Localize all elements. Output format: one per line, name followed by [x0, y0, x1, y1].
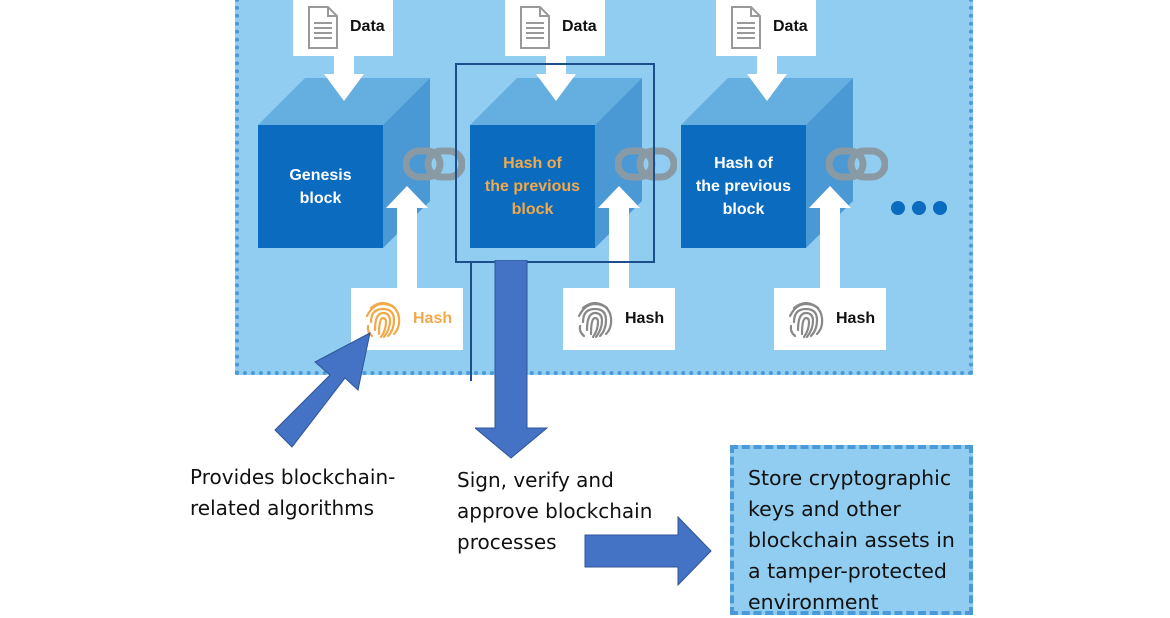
algorithms-arrow: [274, 332, 371, 448]
data-label: Data: [562, 18, 597, 35]
caption-line: keys and other: [748, 497, 901, 521]
sign-arrow: [475, 260, 549, 459]
data-arrow: [747, 56, 787, 101]
document-icon: [729, 5, 763, 56]
hash-label: Hash: [836, 310, 876, 327]
caption-line: processes: [457, 530, 557, 554]
caption-line: Sign, verify and: [457, 468, 614, 492]
fingerprint-icon: [786, 298, 826, 345]
genesis-block: Genesis block: [258, 125, 383, 248]
data-card: Data: [293, 0, 393, 56]
caption-line: a tamper-protected: [748, 559, 947, 583]
data-label: Data: [773, 18, 808, 35]
data-arrow: [324, 56, 364, 101]
document-icon: [518, 5, 552, 56]
block: Hash of the previous block: [681, 125, 806, 248]
block: Hash of the previous block: [470, 125, 595, 248]
block-label: Genesis: [289, 166, 352, 184]
store-arrow: [584, 515, 712, 587]
hash-label: Hash: [413, 310, 453, 327]
block-label: block: [299, 189, 342, 207]
caption-line: related algorithms: [190, 496, 375, 520]
highlight-frame: [455, 63, 655, 263]
caption-line: Provides blockchain-: [190, 465, 396, 489]
document-icon: [306, 5, 340, 56]
data-label: Data: [350, 18, 385, 35]
algorithms-caption: Provides blockchain- related algorithms: [190, 462, 395, 524]
block-label: the previous: [484, 178, 581, 195]
chain-link-icon: [614, 147, 678, 186]
chain-link-icon: [825, 147, 889, 186]
hash-arrow: [809, 186, 851, 290]
data-arrow: [536, 56, 576, 101]
block-label: the previous: [695, 178, 792, 195]
chain-link-icon: [402, 147, 466, 186]
caption-line: environment: [748, 590, 879, 614]
fingerprint-icon: [363, 298, 403, 345]
store-box: Store cryptographic keys and other block…: [730, 445, 973, 615]
hash-card: Hash: [563, 288, 675, 350]
block-label: block: [511, 201, 554, 218]
hash-arrow: [598, 186, 640, 290]
caption-line: approve blockchain: [457, 499, 653, 523]
hash-card: Hash: [774, 288, 886, 350]
fingerprint-icon: [575, 298, 615, 345]
hash-card: Hash: [351, 288, 463, 350]
highlight-frame-leg: [470, 263, 472, 381]
block-label: block: [722, 201, 765, 218]
caption-line: Store cryptographic: [748, 466, 952, 490]
caption-line: blockchain assets in: [748, 528, 955, 552]
hash-label: Hash: [625, 310, 665, 327]
hash-arrow: [386, 186, 428, 290]
block-label: Hash of: [714, 155, 773, 172]
block-label: Hash of: [503, 155, 562, 172]
sign-caption: Sign, verify and approve blockchain proc…: [457, 465, 652, 558]
data-card: Data: [716, 0, 816, 56]
ellipsis-icon: [890, 200, 950, 216]
data-card: Data: [505, 0, 605, 56]
